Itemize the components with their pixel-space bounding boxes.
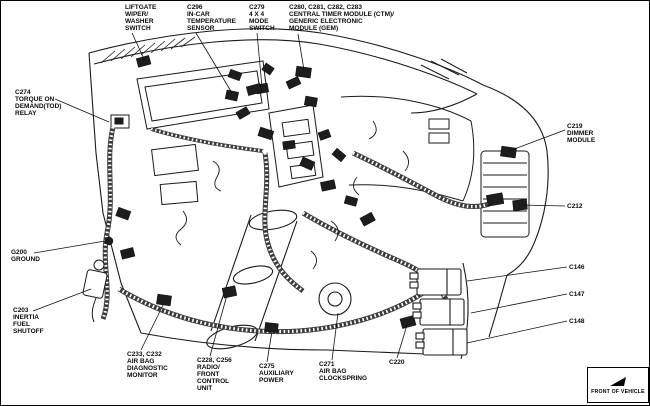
callout-c228-c256-radio-front-control-unit: C228, C256 RADIO/ FRONT CONTROL UNIT xyxy=(197,357,232,392)
callout-c220: C220 xyxy=(389,359,405,366)
callout-g200-ground: G200 GROUND xyxy=(11,249,40,263)
connector-blocks-c146-c147-c148 xyxy=(409,262,469,360)
right-dash-panel xyxy=(340,58,530,238)
callout-c271-air-bag-clockspring: C271 AIR BAG CLOCKSPRING xyxy=(319,361,368,382)
dash-outline xyxy=(88,28,549,355)
callout-c147: C147 xyxy=(569,291,585,298)
callout-c212: C212 xyxy=(567,203,583,210)
instrument-cluster xyxy=(136,60,324,206)
inertia-switch xyxy=(82,259,108,323)
front-of-vehicle-label: FRONT OF VEHICLE xyxy=(591,388,645,395)
callout-liftgate-wiper-washer-switch: LIFTGATE WIPER/ WASHER SWITCH xyxy=(125,4,157,32)
wire-squiggles xyxy=(175,120,409,270)
relay-c274 xyxy=(110,114,130,129)
callout-c148: C148 xyxy=(569,318,585,325)
callout-c274-torque-on-demand-relay: C274 TORQUE ON DEMAND(TOD) RELAY xyxy=(15,89,62,117)
callout-c275-auxiliary-power: C275 AUXILIARY POWER xyxy=(259,363,294,384)
callout-c219-dimmer-module: C219 DIMMER MODULE xyxy=(567,123,596,144)
cowl-louvers xyxy=(100,36,196,64)
callout-c203-inertia-fuel-shutoff: C203 INERTIA FUEL SHUTOFF xyxy=(13,307,44,335)
leader-lines xyxy=(32,32,568,363)
callout-c296-in-car-temperature-sensor: C296 IN-CAR TEMPERATURE SENSOR xyxy=(187,4,236,32)
callout-c279-4x4-mode-switch: C279 4 X 4 MODE SWITCH xyxy=(249,4,275,32)
callout-c280-c283-ctm-gem: C280, C281, C282, C283 CENTRAL TIMER MOD… xyxy=(289,4,394,32)
front-of-vehicle-arrow-icon xyxy=(610,376,626,386)
callout-c233-c232-air-bag-diagnostic-monitor: C233, C232 AIR BAG DIAGNOSTIC MONITOR xyxy=(127,351,168,379)
callout-c146: C146 xyxy=(569,264,585,271)
front-of-vehicle-badge: FRONT OF VEHICLE xyxy=(587,367,649,403)
connectors xyxy=(104,55,528,333)
